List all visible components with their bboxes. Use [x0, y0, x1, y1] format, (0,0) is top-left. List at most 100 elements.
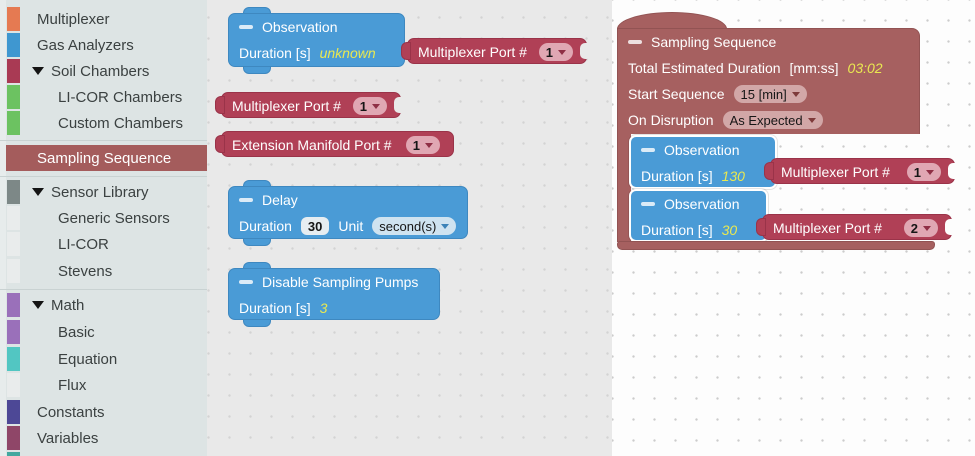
- observation-block[interactable]: Observation Duration [s] 30: [629, 189, 768, 242]
- port-number-dropdown[interactable]: 1: [352, 97, 387, 115]
- sidebar-divider: [0, 140, 207, 141]
- collapse-icon[interactable]: [239, 198, 253, 202]
- field-label: Multiplexer Port #: [232, 98, 341, 114]
- sidebar-left-strip: [0, 0, 6, 456]
- category-color-swatch: [7, 259, 20, 283]
- sidebar-item-label: Sensor Library: [51, 183, 149, 201]
- category-color-swatch: [7, 426, 20, 450]
- sidebar-item-label: Basic: [58, 323, 95, 341]
- sidebar-item-label: Constants: [37, 403, 105, 421]
- sidebar-item-sampling-sequence[interactable]: Sampling Sequence: [6, 145, 207, 171]
- block-field-row: Duration [s] 130: [631, 163, 775, 189]
- field-label: Multiplexer Port #: [773, 220, 882, 236]
- output-tab: [216, 97, 224, 113]
- dropdown-value: 15 [min]: [740, 86, 787, 102]
- sidebar-item-basic[interactable]: Basic: [0, 319, 207, 345]
- multiplexer-port-block[interactable]: Multiplexer Port # 1: [765, 158, 955, 184]
- sampling-sequence-foot[interactable]: [617, 241, 935, 250]
- field-label: Unit: [338, 218, 364, 234]
- sidebar-item-custom-chambers[interactable]: Custom Chambers: [0, 110, 207, 136]
- sidebar-item-label: Stevens: [58, 262, 113, 280]
- sidebar-item-label: Variables: [37, 429, 99, 447]
- chevron-down-icon: [923, 225, 931, 231]
- sidebar-item-label: LI-COR Chambers: [58, 88, 183, 106]
- sidebar-item-licor-chambers[interactable]: LI-COR Chambers: [0, 84, 207, 110]
- chevron-down-icon: [441, 223, 450, 229]
- sampling-sequence-spine[interactable]: [617, 133, 631, 242]
- extension-manifold-port-block[interactable]: Extension Manifold Port # 1: [216, 131, 454, 157]
- observation-block[interactable]: Observation Duration [s] 130: [629, 135, 777, 189]
- input-value: 30: [307, 218, 323, 234]
- sidebar-item-sensor-library[interactable]: Sensor Library: [0, 179, 207, 205]
- sidebar-item-flux[interactable]: Flux: [0, 372, 207, 398]
- unit-dropdown[interactable]: second(s): [372, 217, 457, 235]
- dropdown-value: 2: [910, 220, 918, 236]
- on-disruption-dropdown[interactable]: As Expected: [722, 111, 823, 129]
- field-label: Extension Manifold Port #: [232, 137, 392, 153]
- port-number-dropdown[interactable]: 1: [405, 136, 440, 154]
- sidebar-item-generic-sensors[interactable]: Generic Sensors: [0, 205, 207, 231]
- sidebar-item-variables[interactable]: Variables: [0, 425, 207, 451]
- field-label: Multiplexer Port #: [418, 44, 527, 60]
- disable-sampling-pumps-block[interactable]: Disable Sampling Pumps Duration [s] 3: [228, 268, 440, 320]
- chevron-down-icon: [372, 103, 380, 109]
- sidebar-item-stevens[interactable]: Stevens: [0, 258, 207, 284]
- sidebar-item-label: LI-COR: [58, 235, 109, 253]
- port-number-dropdown[interactable]: 2: [903, 219, 938, 237]
- collapse-icon[interactable]: [239, 25, 253, 29]
- observation-block[interactable]: Observation Duration [s] unknown: [228, 13, 405, 67]
- field-value[interactable]: 130: [721, 168, 745, 184]
- block-palette-flyout[interactable]: [207, 0, 612, 456]
- block-field-row: Duration [s] 30: [631, 217, 766, 243]
- block-header: Observation: [631, 191, 766, 217]
- duration-input[interactable]: 30: [300, 217, 330, 235]
- dropdown-value: 1: [412, 137, 420, 153]
- category-color-swatch: [7, 7, 20, 31]
- category-color-swatch: [7, 33, 20, 57]
- block-connector-bump: [244, 8, 270, 14]
- block-header: Delay: [229, 187, 467, 213]
- sampling-sequence-block[interactable]: Sampling Sequence Total Estimated Durati…: [617, 28, 920, 134]
- sidebar-item-label: Generic Sensors: [58, 209, 170, 227]
- triangle-down-icon: [32, 67, 44, 75]
- sidebar-item-multiplexer[interactable]: Multiplexer: [0, 6, 207, 32]
- sidebar-item-label: Soil Chambers: [51, 62, 150, 80]
- block-field-row: On Disruption As Expected: [618, 107, 919, 133]
- port-number-dropdown[interactable]: 1: [906, 163, 941, 181]
- block-title: Sampling Sequence: [651, 34, 777, 50]
- sidebar-item-gas-analyzers[interactable]: Gas Analyzers: [0, 32, 207, 58]
- port-number-dropdown[interactable]: 1: [538, 43, 573, 61]
- field-value[interactable]: 30: [721, 222, 738, 238]
- dropdown-value: 1: [359, 98, 367, 114]
- sidebar-item-constants[interactable]: Constants: [0, 399, 207, 425]
- collapse-icon[interactable]: [239, 280, 253, 284]
- collapse-icon[interactable]: [641, 202, 655, 206]
- sidebar-divider: [0, 289, 207, 290]
- category-color-swatch-partial: [7, 452, 20, 456]
- dropdown-value: As Expected: [729, 112, 803, 128]
- block-field-row: Duration [s] unknown: [229, 40, 404, 66]
- dropdown-value: 1: [913, 164, 921, 180]
- block-title: Delay: [262, 192, 298, 208]
- sidebar-item-equation[interactable]: Equation: [0, 346, 207, 372]
- connector-notch: [948, 163, 955, 179]
- category-color-swatch: [7, 59, 20, 83]
- sidebar-item-math[interactable]: Math: [0, 292, 207, 318]
- category-color-swatch: [7, 320, 20, 344]
- start-sequence-dropdown[interactable]: 15 [min]: [733, 85, 807, 103]
- field-label: Total Estimated Duration: [628, 60, 781, 76]
- category-sidebar[interactable]: Multiplexer Gas Analyzers Soil Chambers …: [0, 0, 207, 456]
- delay-block[interactable]: Delay Duration 30 Unit second(s): [228, 186, 468, 239]
- category-color-swatch: [7, 293, 20, 317]
- sidebar-item-licor[interactable]: LI-COR: [0, 231, 207, 257]
- collapse-icon[interactable]: [641, 148, 655, 152]
- multiplexer-port-block[interactable]: Multiplexer Port # 1: [402, 38, 587, 64]
- multiplexer-port-block[interactable]: Multiplexer Port # 2: [757, 214, 952, 240]
- sidebar-item-soil-chambers[interactable]: Soil Chambers: [0, 58, 207, 84]
- block-header: Disable Sampling Pumps: [229, 269, 439, 295]
- field-value[interactable]: 3: [319, 300, 328, 316]
- output-tab: [216, 136, 224, 152]
- collapse-icon[interactable]: [628, 40, 642, 44]
- multiplexer-port-block[interactable]: Multiplexer Port # 1: [216, 92, 401, 118]
- field-value[interactable]: unknown: [319, 45, 376, 61]
